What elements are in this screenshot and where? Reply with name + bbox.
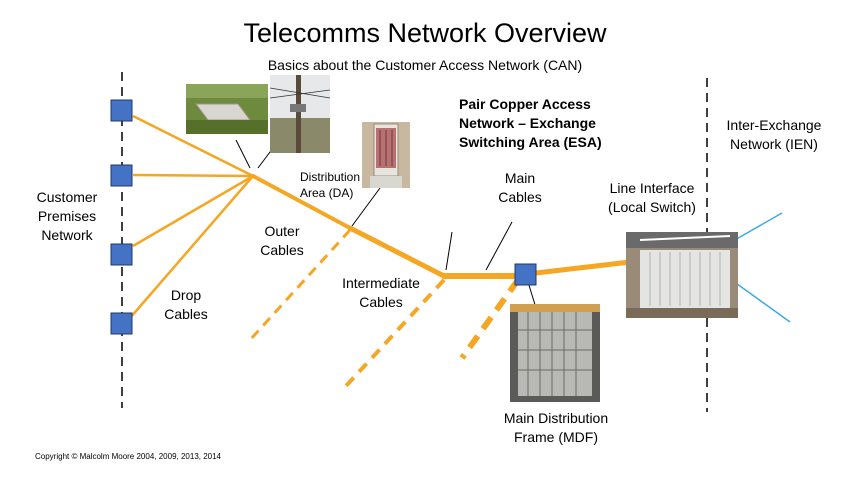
- branch-cables: [248, 228, 521, 389]
- ien-link-upper: [732, 212, 783, 242]
- page-title: Telecomms Network Overview: [243, 18, 607, 48]
- copyright-notice: Copyright © Malcolm Moore 2004, 2009, 20…: [35, 452, 222, 461]
- drop-cable-4: [129, 175, 254, 319]
- intermediate-branch-dashed: [343, 278, 446, 389]
- switch-photo: [626, 232, 738, 318]
- outer-cable: [251, 174, 352, 230]
- ien-link-lower: [732, 280, 791, 323]
- outer-branch-dashed: [248, 228, 352, 342]
- customer-node-1: [110, 99, 133, 122]
- pole-photo: [269, 75, 331, 153]
- pointer-main-cables: [485, 221, 513, 271]
- label-outer-cables: Outer Cables: [260, 223, 304, 258]
- pointer-da: [351, 187, 381, 227]
- switch-link-cable: [533, 259, 633, 276]
- label-line-interface: Line Interface (Local Switch): [608, 180, 696, 215]
- label-customer-premises: Customer Premises Network: [36, 189, 98, 243]
- pointer-mdf: [527, 281, 537, 309]
- pillar-photo: [362, 122, 410, 188]
- label-mdf: Main Distribution Frame (MDF): [503, 410, 609, 445]
- label-drop-cables: Drop Cables: [164, 287, 208, 322]
- drop-cable-3: [132, 174, 254, 248]
- drop-cables: [129, 114, 254, 319]
- label-intermediate-cables: Intermediate Cables: [342, 275, 420, 310]
- drop-cable-2: [132, 173, 254, 178]
- label-inter-exchange-network: Inter-Exchange Network (IEN): [726, 117, 822, 152]
- label-main-cables: Main Cables: [498, 170, 542, 205]
- page-subtitle: Basics about the Customer Access Network…: [267, 57, 583, 73]
- pointer-drop-junction: [235, 139, 251, 169]
- mdf-node: [514, 263, 537, 286]
- customer-node-3: [110, 243, 133, 266]
- main-branch-dashed: [459, 278, 521, 360]
- pit-photo: [186, 84, 268, 134]
- mdf-photo: [510, 304, 600, 402]
- customer-node-4: [110, 312, 133, 335]
- main-cable-path: [251, 174, 633, 279]
- intermediate-cable: [347, 225, 447, 279]
- drop-cable-1: [132, 114, 254, 178]
- pointer-intermediate: [445, 231, 453, 271]
- customer-nodes: [110, 99, 133, 335]
- customer-node-2: [110, 164, 133, 187]
- ien-links: [732, 212, 791, 323]
- label-pair-copper-network: Pair Copper Access Network – Exchange Sw…: [459, 96, 602, 150]
- label-distribution-area: Distribution Area (DA): [300, 170, 361, 200]
